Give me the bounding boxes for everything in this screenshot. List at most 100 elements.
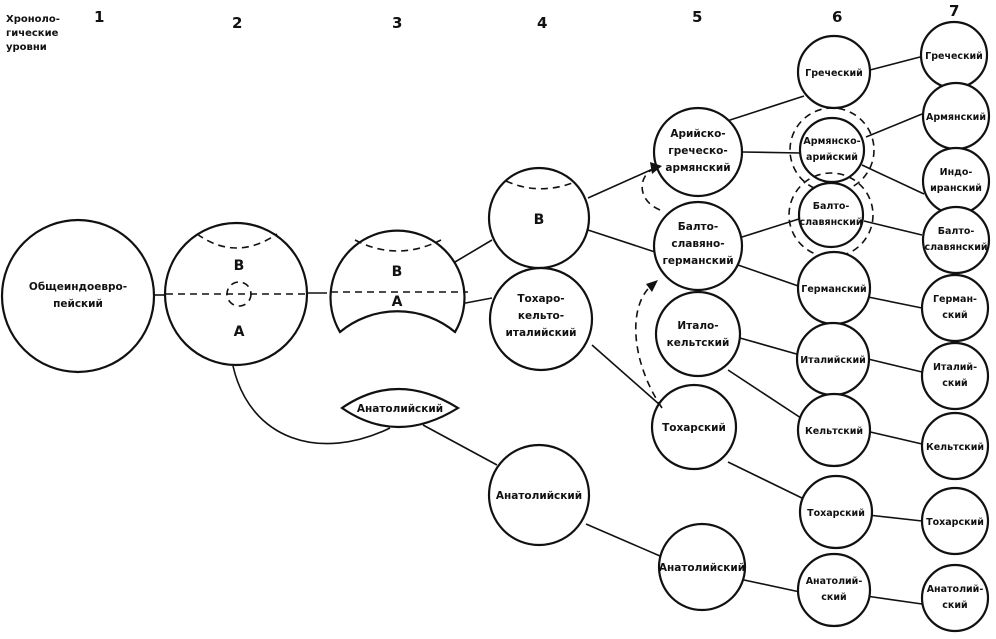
edge-col3-col4b — [454, 239, 493, 263]
node-common-pie-label-1: Общеиндоевро- — [29, 281, 127, 293]
column-label-2: 2 — [232, 14, 242, 32]
node-anatolian-6-label-1: Анатолий- — [806, 576, 863, 587]
node-balto-slavic-6 — [797, 181, 865, 249]
node-anatolian-7-label-2: ский — [942, 600, 967, 611]
node-aryo-greco-armenian — [652, 106, 744, 198]
levels-title-line-3: уровни — [6, 42, 47, 53]
stage2-inner-nucleus — [226, 281, 252, 307]
node-aryo-greco-armenian-label-3: армянский — [665, 162, 730, 174]
stage4-upper-dialect-boundary — [505, 180, 576, 190]
edge-aga5-armar6 — [741, 151, 802, 154]
node-anatolian-5 — [657, 522, 747, 612]
node-tokharian-7 — [920, 486, 990, 556]
contact-arrow-upper-head — [650, 162, 662, 174]
node-balto-slavo-germanic — [652, 200, 744, 292]
edge-germ6-germ7 — [867, 296, 923, 309]
edge-bsg5-baltslav6 — [741, 217, 803, 238]
column-label-1: 1 — [94, 8, 104, 26]
node-greek-6 — [796, 34, 872, 110]
edge-italkelt5-ital6 — [739, 337, 801, 356]
edge-col4b-bsg5 — [587, 229, 656, 253]
column-label-5: 5 — [692, 8, 702, 26]
node-italic-7 — [920, 341, 990, 411]
node-anatolian-3 — [340, 387, 461, 429]
stage2-letter-a: А — [234, 324, 245, 340]
node-anatolian-7-label-1: Анатолий- — [927, 584, 984, 595]
node-italic-7-label-2: ский — [942, 378, 967, 389]
edge-anat3-anat4 — [422, 424, 498, 466]
node-balto-slavic-6-label-2: славянский — [799, 217, 862, 228]
node-anatolian-3-label: Анатолийский — [357, 403, 443, 415]
column-label-3: 3 — [392, 14, 402, 32]
node-balto-slavo-germanic-label-3: германский — [662, 255, 733, 267]
node-celtic-6 — [796, 392, 872, 468]
column-label-4: 4 — [537, 14, 547, 32]
node-balto-slavic-6-label-1: Балто- — [813, 201, 850, 212]
stage2-upper-dialect-boundary — [196, 233, 278, 249]
edge-col2-anat3 — [232, 365, 391, 445]
stage4-letter-b: В — [534, 212, 545, 228]
node-italo-celtic — [654, 290, 742, 378]
edge-italkelt5-kelt6 — [727, 369, 805, 421]
levels-title-line-2: гические — [6, 28, 59, 39]
node-balto-slavo-germanic-label-2: славяно- — [671, 238, 724, 250]
node-indo-iranian-7-label-1: Индо- — [940, 167, 973, 178]
node-armeno-aryan-6-label-2: арийский — [806, 152, 858, 163]
edge-tokh6-tokh7 — [867, 514, 923, 522]
edge-greek6-greek7 — [869, 56, 921, 71]
column-label-7: 7 — [949, 2, 959, 20]
node-balto-slavic-7-label-2: славянский — [924, 242, 987, 253]
node-armenian-7-label: Армянский — [926, 112, 986, 123]
node-balto-slavo-germanic-label-1: Балто- — [678, 221, 718, 233]
node-italo-celtic-label-2: кельтский — [667, 337, 730, 349]
node-common-pie — [0, 218, 156, 374]
contact-arrow-upper — [641, 167, 661, 211]
edge-anat5-anat6 — [743, 579, 801, 593]
node-tokharian-6 — [798, 474, 874, 550]
node-anatolian-6-label-2: ский — [821, 592, 846, 603]
node-germanic-7 — [920, 273, 990, 343]
node-italic-7-label-1: Италий- — [933, 362, 977, 373]
edge-anat6-anat7 — [865, 595, 923, 605]
edge-armar6-indoir7 — [861, 164, 925, 195]
node-anatolian-5-label: Анатолийский — [659, 562, 745, 574]
stage3-letter-b: В — [392, 264, 403, 280]
column-label-6: 6 — [832, 8, 842, 26]
node-aryo-greco-armenian-label-2: греческо- — [668, 145, 727, 157]
edge-aga5-greek6 — [726, 95, 805, 122]
edge-anat4-anat5 — [585, 523, 661, 557]
node-common-pie-label-2: пейский — [53, 298, 103, 310]
node-greek-6-label: Греческий — [805, 68, 863, 79]
node-indo-iranian-7 — [921, 146, 991, 216]
edge-baltslav6-baltslav7 — [863, 220, 923, 236]
node-stage3 — [329, 229, 466, 334]
levels-title-line-1: Хроноло- — [6, 14, 60, 25]
node-balto-slavic-7-label-1: Балто- — [938, 226, 975, 237]
node-stage2 — [163, 221, 309, 367]
node-tokharian-5-label: Тохарский — [662, 422, 726, 434]
node-tokharo-celto-italic-label-1: Тохаро- — [517, 293, 564, 305]
edge-bsg5-germ6 — [737, 264, 805, 289]
contact-arrow-lower — [635, 284, 663, 409]
node-anatolian-6 — [796, 552, 872, 628]
edge-col4b-aga5 — [587, 167, 656, 199]
node-greek-7-label: Греческий — [925, 51, 983, 62]
node-germanic-6-label: Германский — [801, 284, 866, 295]
edge-tokhkelt-tokh5 — [591, 344, 661, 406]
node-anatolian-4 — [487, 443, 591, 547]
node-celtic-6-label: Кельтский — [805, 426, 863, 437]
node-tokharian-7-label: Тохарский — [926, 517, 984, 528]
node-tokharo-celto-italic — [488, 266, 594, 372]
node-italic-6-label: Италийский — [800, 355, 866, 366]
stage2-letter-b: В — [234, 258, 245, 274]
node-anatolian-7 — [920, 563, 990, 633]
node-anatolian-4-label: Анатолийский — [496, 490, 582, 502]
edges — [154, 56, 925, 605]
node-celtic-7-label: Кельтский — [926, 442, 984, 453]
edge-ital6-ital7 — [867, 358, 923, 373]
edge-armar6-arm7 — [865, 113, 923, 138]
node-germanic-7-label-1: Герман- — [933, 294, 977, 305]
node-tokharian-6-label: Тохарский — [807, 508, 865, 519]
